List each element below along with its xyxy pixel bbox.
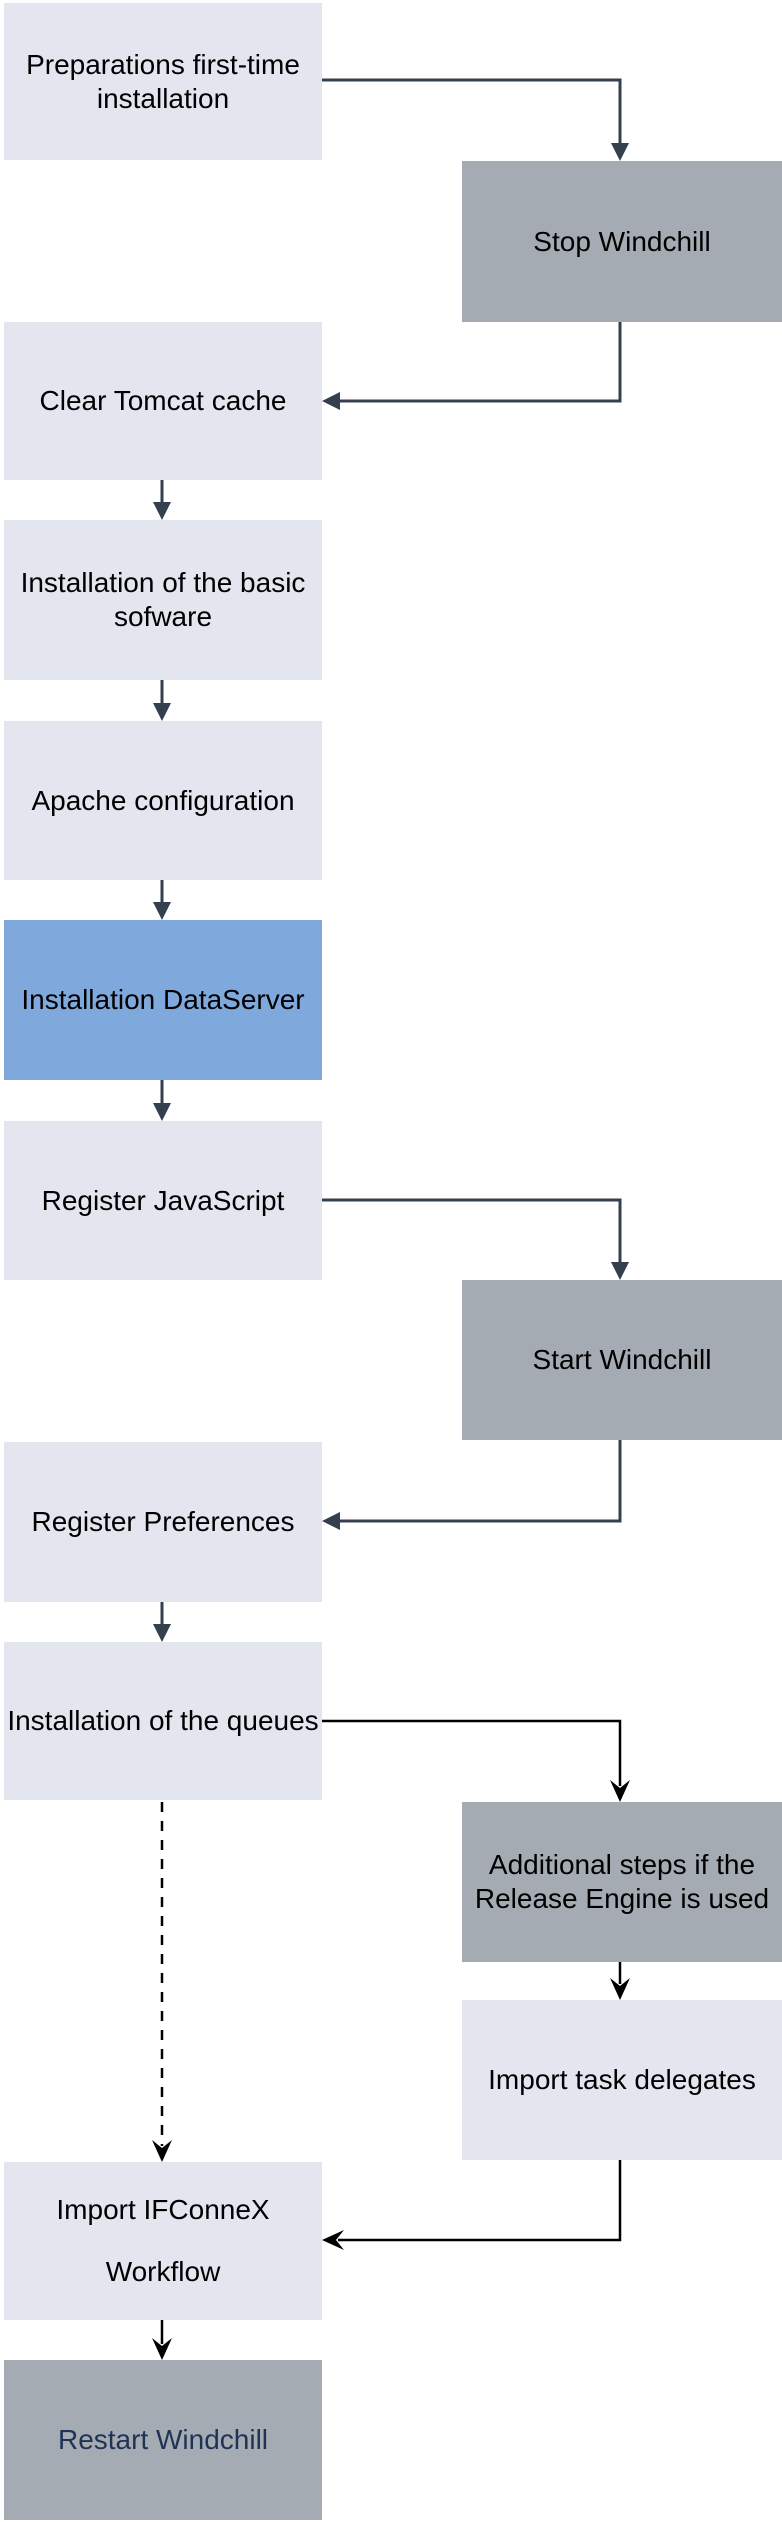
connector-line-task-delegates-to-ifconnex-workflow xyxy=(338,2160,622,2242)
flow-node-label: Release Engine is used xyxy=(474,1883,770,1914)
flow-node-label: Clear Tomcat cache xyxy=(39,385,287,416)
flow-node-label: Preparations first-time xyxy=(26,48,300,80)
flow-node-task-delegates: Import task delegates xyxy=(462,2000,782,2160)
flow-node-label: Apache configuration xyxy=(31,784,295,816)
connector-arrowhead xyxy=(153,703,171,721)
connector-line-start-windchill-to-register-prefs xyxy=(334,1440,622,1523)
flow-node-apache-config: Apache configuration xyxy=(4,721,322,880)
connector-line-preparations-to-stop-windchill xyxy=(322,78,622,149)
connector-line-queues-to-release-engine xyxy=(322,1719,622,1786)
flow-node-label: Register Preferences xyxy=(31,1506,295,1537)
connector-arrowhead xyxy=(322,2230,344,2250)
flow-node-label: Restart Windchill xyxy=(57,2424,269,2455)
connector-arrowhead xyxy=(153,1624,171,1642)
flow-node-label: installation xyxy=(96,82,230,114)
flow-node-start-windchill: Start Windchill xyxy=(462,1280,782,1440)
flow-node-register-prefs: Register Preferences xyxy=(4,1442,322,1602)
flow-node-label: Import task delegates xyxy=(488,2064,756,2095)
connector-arrowhead xyxy=(610,1978,630,2000)
connector-arrowhead xyxy=(152,2140,172,2162)
flow-node-ifconnex-workflow: Import IFConneX Workflow xyxy=(4,2162,322,2320)
flow-node-label: Installation of the basic xyxy=(20,567,306,598)
connector-arrowhead xyxy=(611,1262,629,1280)
flow-node-register-js: Register JavaScript xyxy=(4,1121,322,1280)
connector-line-register-js-to-start-windchill xyxy=(322,1198,622,1268)
flow-node-label: Register JavaScript xyxy=(41,1184,285,1216)
flow-node-label: Start Windchill xyxy=(532,1344,712,1375)
flow-node-label: Installation of the queues xyxy=(7,1705,319,1736)
flow-node-clear-tomcat: Clear Tomcat cache xyxy=(4,322,322,480)
connector-arrowhead xyxy=(153,902,171,920)
flow-node-label: Installation DataServer xyxy=(21,984,305,1015)
flow-node-label: Import IFConneX xyxy=(56,2194,270,2225)
connector-arrowhead xyxy=(153,1103,171,1121)
flow-node-restart-windchill: Restart Windchill xyxy=(4,2360,322,2520)
flow-node-dataserver: Installation DataServer xyxy=(4,920,322,1080)
connector-arrowhead xyxy=(322,1512,340,1530)
flow-node-label: Additional steps if the xyxy=(488,1849,756,1880)
flow-node-label: sofware xyxy=(113,601,213,632)
connector-line-stop-windchill-to-clear-tomcat xyxy=(334,322,622,403)
flow-node-label: Workflow xyxy=(105,2256,221,2287)
connector-arrowhead xyxy=(610,1780,630,1802)
flow-node-queues: Installation of the queues xyxy=(4,1642,322,1800)
connector-arrowhead xyxy=(611,143,629,161)
connector-arrowhead xyxy=(322,392,340,410)
flow-node-label: Stop Windchill xyxy=(533,225,711,257)
flow-node-stop-windchill: Stop Windchill xyxy=(462,161,782,322)
connector-arrowhead xyxy=(153,502,171,520)
connector-arrowhead xyxy=(152,2338,172,2360)
